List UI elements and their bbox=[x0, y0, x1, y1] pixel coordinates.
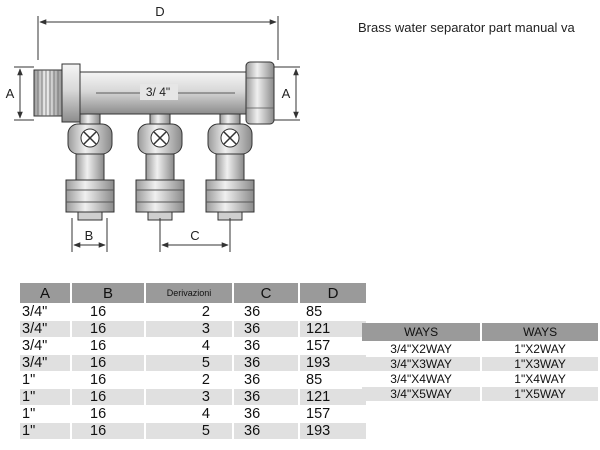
col-d-header: D bbox=[300, 283, 366, 303]
cell-b: 16 bbox=[72, 321, 144, 337]
cell-c: 36 bbox=[234, 423, 298, 439]
cell-c: 36 bbox=[234, 321, 298, 337]
ways-cell: 1"X3WAY bbox=[482, 357, 598, 371]
cell-d: 193 bbox=[300, 423, 366, 439]
ways-table-header: WAYS WAYS bbox=[362, 323, 598, 341]
dim-b-label: B bbox=[85, 228, 94, 243]
cell-d: 85 bbox=[306, 304, 323, 320]
table-row: 3/4"X4WAY 1"X4WAY bbox=[362, 372, 598, 386]
cell-derivazioni: 4 bbox=[201, 338, 210, 354]
table-row: 1" 16 4 36 157 bbox=[20, 406, 366, 422]
cell-c: 36 bbox=[244, 304, 261, 320]
cell-derivazioni: 5 bbox=[146, 355, 232, 371]
cell-b: 16 bbox=[90, 406, 107, 422]
cell-a: 3/4" bbox=[20, 355, 70, 371]
outlet-2 bbox=[135, 113, 185, 221]
table-row: 3/4"X5WAY 1"X5WAY bbox=[362, 387, 598, 401]
cell-derivazioni: 5 bbox=[146, 423, 232, 439]
dimension-a-left: A bbox=[6, 66, 34, 121]
ways-cell: 3/4"X3WAY bbox=[362, 357, 481, 371]
spec-table: A B Derivazioni C D 3/4" 16 2 36 85 3/4"… bbox=[18, 282, 368, 440]
table-row: 3/4" 16 5 36 193 bbox=[20, 355, 366, 371]
cell-d: 157 bbox=[306, 338, 331, 354]
cell-a: 1" bbox=[20, 389, 70, 405]
table-row: 3/4" 16 2 36 85 bbox=[20, 304, 366, 320]
table-row: 3/4"X3WAY 1"X3WAY bbox=[362, 357, 598, 371]
outlet-3 bbox=[205, 113, 255, 221]
cell-b: 16 bbox=[72, 389, 144, 405]
ways-table: WAYS WAYS 3/4"X2WAY 1"X2WAY 3/4"X3WAY 1"… bbox=[360, 322, 600, 402]
dimension-d: D bbox=[37, 4, 279, 60]
ways-cell: 1"X4WAY bbox=[514, 372, 566, 386]
cell-c: 36 bbox=[244, 372, 261, 388]
col-derivazioni-header: Derivazioni bbox=[146, 283, 232, 303]
cell-d: 85 bbox=[306, 372, 323, 388]
col-c-header: C bbox=[234, 283, 298, 303]
cell-d: 121 bbox=[300, 389, 366, 405]
cell-a: 3/4" bbox=[22, 338, 48, 354]
document-title: Brass water separator part manual va bbox=[358, 20, 575, 35]
cell-a: 1" bbox=[22, 372, 36, 388]
cell-d: 121 bbox=[300, 321, 366, 337]
cell-a: 3/4" bbox=[22, 304, 48, 320]
dim-d-label: D bbox=[155, 4, 164, 19]
dimension-b: B bbox=[71, 218, 108, 252]
cell-derivazioni: 4 bbox=[201, 406, 210, 422]
col-b-header: B bbox=[72, 283, 144, 303]
dim-a-right-label: A bbox=[282, 86, 291, 101]
manifold-body: 3/ 4" bbox=[33, 61, 275, 125]
ways-col-2-header: WAYS bbox=[482, 323, 598, 341]
cell-d: 157 bbox=[306, 406, 331, 422]
dim-a-left-label: A bbox=[6, 86, 15, 101]
cell-b: 16 bbox=[90, 304, 107, 320]
table-row: 1" 16 2 36 85 bbox=[20, 372, 366, 388]
cell-derivazioni: 2 bbox=[201, 304, 210, 320]
cell-d: 193 bbox=[300, 355, 366, 371]
outlet-1 bbox=[65, 113, 115, 221]
cell-b: 16 bbox=[90, 372, 107, 388]
dim-c-label: C bbox=[190, 228, 199, 243]
cell-derivazioni: 3 bbox=[146, 321, 232, 337]
cell-b: 16 bbox=[72, 423, 144, 439]
pipe-size-label: 3/ 4" bbox=[146, 85, 170, 99]
table-row: 1" 16 3 36 121 bbox=[20, 389, 366, 405]
ways-cell: 3/4"X5WAY bbox=[362, 387, 481, 401]
ways-cell: 1"X5WAY bbox=[482, 387, 598, 401]
table-row: 3/4"X2WAY 1"X2WAY bbox=[362, 342, 598, 356]
cell-a: 1" bbox=[20, 423, 70, 439]
cell-c: 36 bbox=[234, 355, 298, 371]
cell-c: 36 bbox=[244, 338, 261, 354]
ways-cell: 1"X2WAY bbox=[514, 342, 566, 356]
table-row: 3/4" 16 4 36 157 bbox=[20, 338, 366, 354]
cell-c: 36 bbox=[244, 406, 261, 422]
cell-derivazioni: 3 bbox=[146, 389, 232, 405]
col-a-header: A bbox=[20, 283, 70, 303]
dimension-a-right: A bbox=[272, 66, 300, 121]
cell-b: 16 bbox=[72, 355, 144, 371]
table-row: 3/4" 16 3 36 121 bbox=[20, 321, 366, 337]
cell-a: 3/4" bbox=[20, 321, 70, 337]
ways-cell: 3/4"X4WAY bbox=[390, 372, 452, 386]
cell-b: 16 bbox=[90, 338, 107, 354]
dimension-c: C bbox=[159, 218, 231, 252]
ways-col-1-header: WAYS bbox=[362, 323, 481, 341]
table-row: 1" 16 5 36 193 bbox=[20, 423, 366, 439]
cell-c: 36 bbox=[234, 389, 298, 405]
cell-derivazioni: 2 bbox=[201, 372, 210, 388]
spec-table-header: A B Derivazioni C D bbox=[20, 283, 366, 303]
ways-cell: 3/4"X2WAY bbox=[390, 342, 452, 356]
cell-a: 1" bbox=[22, 406, 36, 422]
